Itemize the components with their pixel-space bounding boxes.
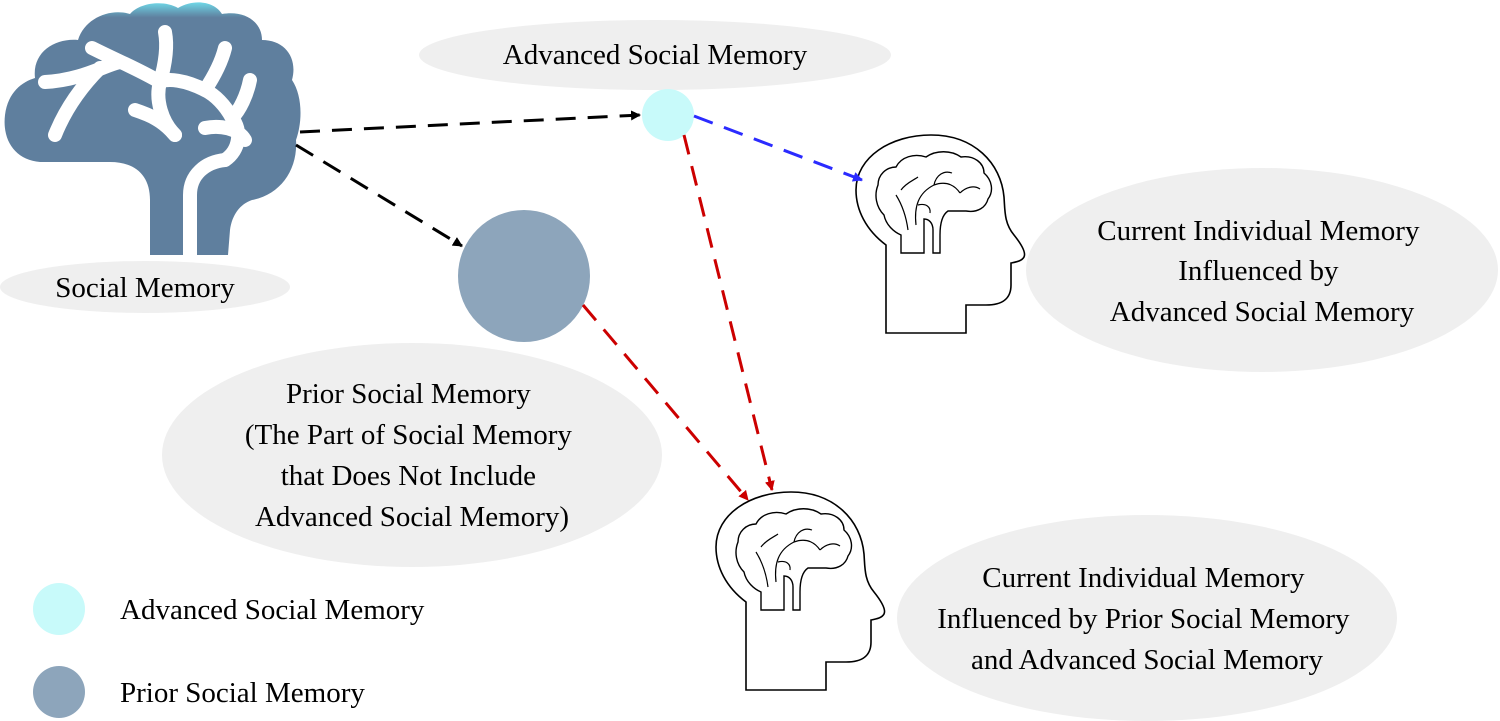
- individual-a-label-line: Advanced Social Memory: [1110, 296, 1415, 328]
- head-brain-icon: [855, 134, 1026, 334]
- edge-social-to-advanced: [299, 110, 641, 134]
- advanced-memory-label: Advanced Social Memory: [503, 39, 808, 71]
- individual-b-label-bg: [897, 515, 1397, 721]
- individual-b-label: Current Individual Memory Influenced by …: [937, 562, 1357, 676]
- head-brain-icon: [715, 491, 886, 691]
- individual-a-label-line: Current Individual Memory: [1097, 215, 1420, 247]
- legend-label-advanced: Advanced Social Memory: [120, 594, 425, 626]
- prior-memory-label-line: Advanced Social Memory): [255, 501, 569, 533]
- legend-label-prior: Prior Social Memory: [120, 677, 365, 709]
- individual-b-label-line: Influenced by Prior Social Memory: [937, 603, 1350, 635]
- prior-memory-label-line: Prior Social Memory: [286, 378, 531, 410]
- prior-memory-label: Prior Social Memory (The Part of Social …: [245, 378, 579, 533]
- social-memory-brain-icon: [4, 2, 301, 262]
- individual-b-label-line: Current Individual Memory: [982, 562, 1305, 594]
- individual-b-label-line: and Advanced Social Memory: [971, 644, 1323, 676]
- prior-memory-label-bg: [162, 343, 662, 567]
- prior-memory-node[interactable]: [458, 210, 590, 342]
- individual-a-label-bg: [1026, 168, 1498, 372]
- brain-tree-shape: [4, 2, 301, 256]
- edge-advanced-to-individual-a: [693, 114, 863, 182]
- individual-a-label-line: Influenced by: [1178, 255, 1339, 287]
- edge-prior-to-individual-b: [581, 304, 750, 501]
- legend-swatch-advanced: [33, 583, 85, 635]
- prior-memory-label-line: (The Part of Social Memory: [245, 419, 572, 451]
- social-memory-label-bg: [0, 261, 290, 313]
- legend: Advanced Social Memory Prior Social Memo…: [33, 583, 425, 718]
- legend-swatch-prior: [33, 666, 85, 718]
- prior-memory-label-line: that Does Not Include: [281, 460, 536, 492]
- individual-a-label: Current Individual Memory Influenced by …: [1097, 215, 1426, 328]
- edge-social-to-prior: [295, 143, 463, 248]
- social-memory-label: Social Memory: [55, 272, 235, 304]
- edge-advanced-to-individual-b: [682, 134, 775, 491]
- edges: [295, 110, 863, 501]
- brain-veins: [38, 25, 257, 262]
- advanced-memory-label-bg: [419, 20, 891, 90]
- advanced-memory-node[interactable]: [642, 89, 694, 141]
